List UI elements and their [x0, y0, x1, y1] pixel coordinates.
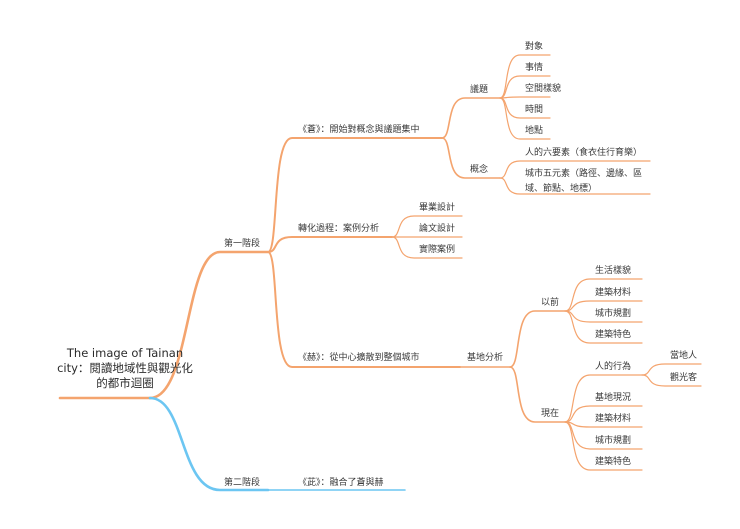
- connector-line: [441, 137, 501, 179]
- concept-item[interactable]: 城市五元素（路徑、邊緣、區 域、節點、地標）: [525, 169, 643, 194]
- now-item[interactable]: 建築特色: [595, 457, 632, 467]
- topics-node[interactable]: 議題: [470, 85, 489, 95]
- topic-item[interactable]: 地點: [525, 126, 544, 136]
- stage2-topic[interactable]: 第二階段: [224, 478, 261, 488]
- connector-line: [391, 236, 463, 259]
- concept-item[interactable]: 人的六要素（食衣住行育樂）: [525, 148, 643, 158]
- connector-line: [564, 405, 643, 423]
- now-item[interactable]: 基地現況: [595, 393, 632, 403]
- connector-line: [509, 310, 566, 368]
- now-node[interactable]: 現在: [541, 409, 560, 419]
- transform-item[interactable]: 實際案例: [419, 245, 456, 255]
- connector-line: [391, 215, 463, 238]
- base-analysis-node[interactable]: 基地分析: [467, 353, 504, 363]
- before-item[interactable]: 建築特色: [595, 330, 632, 340]
- connector-line: [564, 374, 643, 423]
- transform-item[interactable]: 論文設計: [419, 224, 456, 234]
- behavior-item[interactable]: 當地人: [670, 351, 698, 361]
- connector-line: [267, 137, 443, 253]
- connector-line: [499, 177, 651, 195]
- connector-line: [499, 97, 551, 140]
- concepts-node[interactable]: 概念: [470, 165, 489, 175]
- connector-line: [564, 421, 643, 471]
- behavior-item[interactable]: 觀光客: [670, 373, 698, 383]
- root-topic[interactable]: The image of Tainan city：閱讀地域性與觀光化 的都市迴圈: [57, 346, 193, 390]
- connector-line: [441, 97, 501, 139]
- before-item[interactable]: 建築材料: [595, 288, 632, 298]
- connector-line: [641, 363, 702, 376]
- connector-line: [641, 374, 702, 387]
- before-item[interactable]: 城市規劃: [595, 309, 632, 319]
- topic-item[interactable]: 時間: [525, 105, 544, 115]
- stage1-topic[interactable]: 第一階段: [224, 239, 261, 249]
- topic-item[interactable]: 對象: [525, 42, 544, 52]
- connector-line: [564, 310, 643, 344]
- topic-item[interactable]: 空間樣貌: [525, 84, 562, 94]
- topic-item[interactable]: 事情: [525, 63, 544, 73]
- behavior-node[interactable]: 人的行為: [595, 362, 632, 372]
- connector-line: [564, 300, 643, 312]
- now-item[interactable]: 城市規劃: [595, 436, 632, 446]
- transform-item[interactable]: 畢業設計: [419, 203, 456, 213]
- connector-line: [499, 160, 651, 179]
- connector-line: [148, 250, 270, 400]
- connector-line: [267, 236, 393, 253]
- connector-line: [509, 366, 566, 423]
- connector-line: [148, 396, 270, 492]
- stage2-child-topic[interactable]: 《茈》：融合了蒼與赫: [298, 478, 384, 488]
- before-node[interactable]: 以前: [541, 298, 560, 308]
- transform-topic[interactable]: 轉化過程：案例分析: [298, 224, 380, 234]
- before-item[interactable]: 生活樣貌: [595, 266, 632, 276]
- connector-line: [267, 251, 461, 368]
- connector-line: [499, 75, 551, 99]
- now-item[interactable]: 建築材料: [595, 414, 632, 424]
- he-topic[interactable]: 《赫》：從中心擴散到整個城市: [298, 353, 420, 363]
- cang-topic[interactable]: 《蒼》：開始對概念與議題集中: [298, 125, 420, 135]
